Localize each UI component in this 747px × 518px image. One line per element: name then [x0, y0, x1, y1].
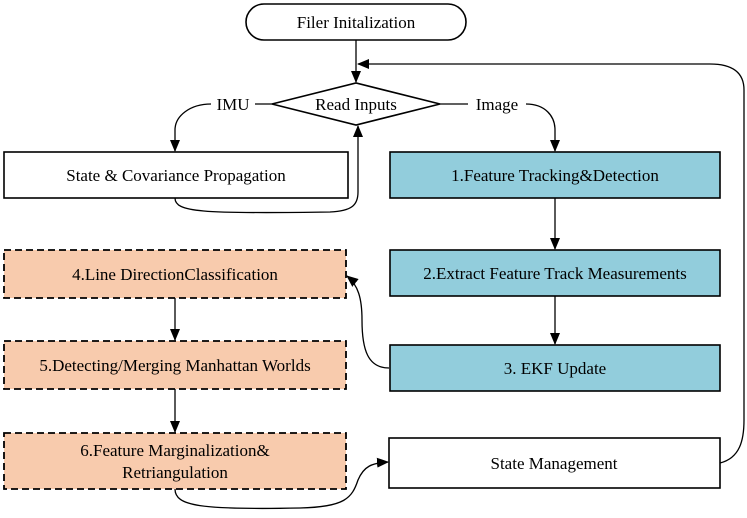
- read-inputs-decision: Read Inputs: [271, 82, 441, 126]
- ekf-update-label: 3. EKF Update: [504, 359, 606, 378]
- edge-image-to-tracking: [525, 103, 560, 152]
- edge-marginalization-to-state: [174, 457, 389, 510]
- edge-imu-to-propagation: [170, 103, 212, 152]
- feature-tracking-label: 1.Feature Tracking&Detection: [451, 166, 659, 185]
- line-direction-node: 4.Line DirectionClassification: [3, 249, 347, 299]
- edge-ekf-to-line-direction: [346, 275, 390, 369]
- marginalization-node: 6.Feature Marginalization& Retriangulati…: [3, 432, 347, 490]
- extract-measurements-label: 2.Extract Feature Track Measurements: [423, 264, 686, 283]
- propagation-label: State & Covariance Propagation: [66, 166, 286, 185]
- filter-init-node: Filer Initalization: [245, 3, 467, 41]
- edge-propagation-to-read: [174, 125, 363, 214]
- ekf-update-node: 3. EKF Update: [389, 344, 721, 392]
- image-edge-label: Image: [476, 95, 518, 114]
- extract-measurements-node: 2.Extract Feature Track Measurements: [389, 249, 721, 297]
- edge-state-loop-to-read: [357, 59, 745, 464]
- feature-tracking-node: 1.Feature Tracking&Detection: [389, 151, 721, 199]
- state-management-node: State Management: [388, 437, 721, 489]
- imu-edge-label: IMU: [216, 95, 249, 114]
- read-inputs-label: Read Inputs: [315, 95, 397, 114]
- state-management-label: State Management: [491, 454, 618, 473]
- state-covariance-propagation-node: State & Covariance Propagation: [3, 151, 349, 199]
- filter-init-label: Filer Initalization: [297, 13, 416, 32]
- line-direction-label: 4.Line DirectionClassification: [72, 265, 278, 284]
- manhattan-worlds-label: 5.Detecting/Merging Manhattan Worlds: [39, 356, 310, 375]
- manhattan-worlds-node: 5.Detecting/Merging Manhattan Worlds: [3, 340, 347, 390]
- marginalization-label-line2: Retriangulation: [122, 463, 228, 482]
- marginalization-label-line1: 6.Feature Marginalization&: [80, 441, 269, 460]
